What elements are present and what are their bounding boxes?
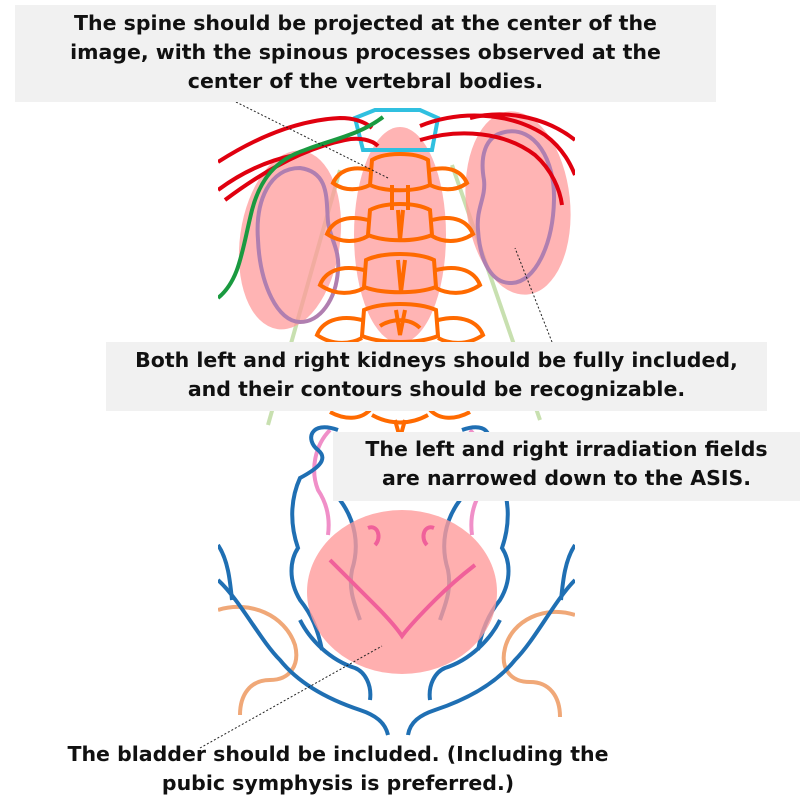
pelvis-panel: [218, 408, 575, 736]
annotation-bladder-line-2: pubic symphysis is preferred.): [161, 771, 515, 795]
annotation-spine-line-2: image, with the spinous processes observ…: [70, 40, 661, 64]
leader-line-bladder: [199, 645, 383, 749]
annotation-kidneys-line-1: Both left and right kidneys should be fu…: [135, 348, 738, 372]
top-structure-outline: [352, 108, 441, 152]
bladder-highlight: [307, 510, 497, 674]
annotation-asis: The left and right irradiation fields ar…: [333, 432, 800, 501]
annotation-asis-line-2: are narrowed down to the ASIS.: [381, 466, 752, 490]
annotation-spine-line-3: center of the vertebral bodies.: [187, 69, 544, 93]
annotation-asis-line-1: The left and right irradiation fields: [365, 437, 768, 461]
leader-line-kidneys: [514, 247, 553, 343]
leader-line-spine: [235, 101, 389, 179]
kidney-outline-left: [255, 165, 341, 325]
annotation-kidneys: Both left and right kidneys should be fu…: [106, 342, 767, 411]
annotation-spine-line-1: The spine should be projected at the cen…: [74, 11, 657, 35]
annotation-kidneys-line-2: and their contours should be recognizabl…: [187, 377, 686, 401]
leader-lines: [199, 101, 553, 749]
pelvic-inlet-outline: [328, 558, 477, 640]
annotation-bladder: The bladder should be included. (Includi…: [30, 740, 646, 802]
femur-outlines: [218, 604, 575, 718]
sacral-foramina: [367, 525, 435, 547]
liver-edge: [218, 115, 385, 300]
lower-lumbar-vertebra: [329, 408, 471, 446]
annotation-spine: The spine should be projected at the cen…: [15, 5, 716, 102]
pubic-rami: [218, 543, 575, 736]
upper-abdomen-panel: [218, 108, 575, 426]
annotation-bladder-line-1: The bladder should be included. (Includi…: [67, 742, 609, 766]
